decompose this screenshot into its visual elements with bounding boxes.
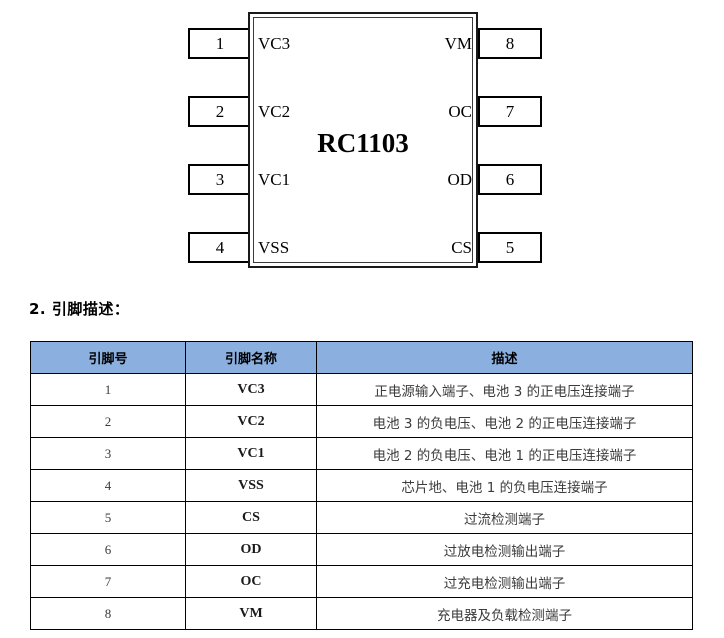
table-row: 6 OD 过放电检测输出端子 [30,533,693,566]
pin-box-right-8: 8 [478,28,542,59]
cell-description: 电池 2 的负电压、电池 1 的正电压连接端子 [316,437,693,470]
cell-description: 过放电检测输出端子 [316,533,693,566]
section-heading-pin-description: 2. 引脚描述： [29,300,130,318]
pin-description-table-container: 引脚号 引脚名称 描述 1 VC3 正电源输入端子、电池 3 的正电压连接端子 … [30,341,693,630]
table-row: 8 VM 充电器及负载检测端子 [30,597,693,630]
cell-pin-number: 4 [30,469,186,502]
pin-name-cs: CS [451,238,472,257]
pin-box-right-6: 6 [478,164,542,195]
cell-pin-name: CS [185,501,317,534]
cell-description: 过充电检测输出端子 [316,565,693,598]
table-row: 1 VC3 正电源输入端子、电池 3 的正电压连接端子 [30,373,693,406]
column-header-pin-number: 引脚号 [30,341,186,374]
pin-name-vc3: VC3 [258,34,291,53]
pin-box-left-1: 1 [188,28,252,59]
cell-pin-number: 1 [30,373,186,406]
cell-description: 芯片地、电池 1 的负电压连接端子 [316,469,693,502]
cell-description: 过流检测端子 [316,501,693,534]
column-header-description: 描述 [316,341,693,374]
chip-part-number: RC1103 [317,128,409,158]
pin-name-vc2: VC2 [258,102,291,121]
cell-pin-name: VC2 [185,405,317,438]
chip-body-outline [248,12,478,268]
pin-name-vss: VSS [258,238,290,257]
chip-body-inner-outline [253,17,473,263]
pin-name-oc: OC [448,102,472,121]
column-header-pin-name: 引脚名称 [185,341,317,374]
cell-pin-number: 7 [30,565,186,598]
table-row: 2 VC2 电池 3 的负电压、电池 2 的正电压连接端子 [30,405,693,438]
pin-box-left-3: 3 [188,164,252,195]
cell-description: 充电器及负载检测端子 [316,597,693,630]
cell-pin-name: VC1 [185,437,317,470]
cell-pin-name: OC [185,565,317,598]
pin-description-table: 引脚号 引脚名称 描述 1 VC3 正电源输入端子、电池 3 的正电压连接端子 … [30,341,693,630]
cell-pin-name: OD [185,533,317,566]
table-row: 4 VSS 芯片地、电池 1 的负电压连接端子 [30,469,693,502]
cell-description: 电池 3 的负电压、电池 2 的正电压连接端子 [316,405,693,438]
cell-pin-name: VSS [185,469,317,502]
cell-pin-number: 3 [30,437,186,470]
table-header-row: 引脚号 引脚名称 描述 [30,341,693,374]
cell-pin-name: VM [185,597,317,630]
pin-box-right-5: 5 [478,232,542,263]
pin-name-vc1: VC1 [258,170,291,189]
package-diagram: 1 2 3 4 8 7 6 5 RC1103 VC3 VC2 VC1 VSS V… [0,0,724,292]
pin-name-od: OD [447,170,472,189]
pin-box-right-7: 7 [478,96,542,127]
cell-pin-number: 8 [30,597,186,630]
table-row: 3 VC1 电池 2 的负电压、电池 1 的正电压连接端子 [30,437,693,470]
pin-box-left-4: 4 [188,232,252,263]
table-row: 5 CS 过流检测端子 [30,501,693,534]
cell-description: 正电源输入端子、电池 3 的正电压连接端子 [316,373,693,406]
cell-pin-name: VC3 [185,373,317,406]
cell-pin-number: 2 [30,405,186,438]
cell-pin-number: 6 [30,533,186,566]
table-body: 1 VC3 正电源输入端子、电池 3 的正电压连接端子 2 VC2 电池 3 的… [30,373,693,630]
pin-box-left-2: 2 [188,96,252,127]
cell-pin-number: 5 [30,501,186,534]
pin-name-vm: VM [444,34,472,53]
table-row: 7 OC 过充电检测输出端子 [30,565,693,598]
